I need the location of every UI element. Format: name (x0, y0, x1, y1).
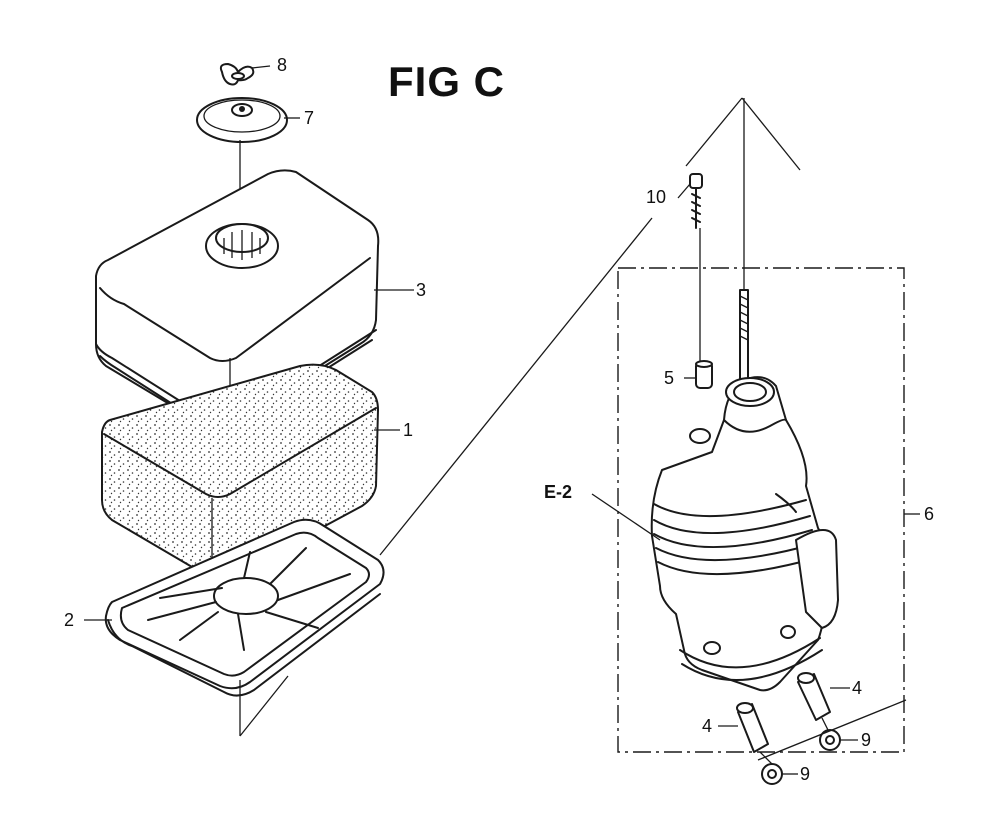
cover-cap-part-7 (196, 97, 288, 143)
wing-nut-part-8 (219, 63, 255, 86)
intake-elbow-part-6 (650, 376, 839, 692)
callout-2: 2 (64, 610, 75, 630)
reference-e2-link[interactable]: E-2 (544, 482, 573, 502)
callout-1: 1 (403, 420, 414, 440)
base-plate-part-2 (104, 518, 385, 697)
callout-8: 8 (277, 55, 288, 75)
pin-part-4b (797, 672, 831, 721)
callout-4-right: 4 (852, 678, 863, 698)
screw-part-10 (689, 173, 703, 229)
callout-3: 3 (416, 280, 427, 300)
nut-part-9b (761, 763, 783, 785)
callout-9-bottom: 9 (800, 764, 811, 784)
callout-4-left: 4 (702, 716, 713, 736)
collar-part-5 (695, 360, 713, 389)
pin-part-4a (736, 702, 769, 753)
callout-7: 7 (304, 108, 315, 128)
figure-title: FIG C (388, 58, 505, 105)
callout-9-right: 9 (861, 730, 872, 750)
callout-10: 10 (646, 187, 667, 207)
callout-5: 5 (664, 368, 675, 388)
callout-6: 6 (924, 504, 935, 524)
